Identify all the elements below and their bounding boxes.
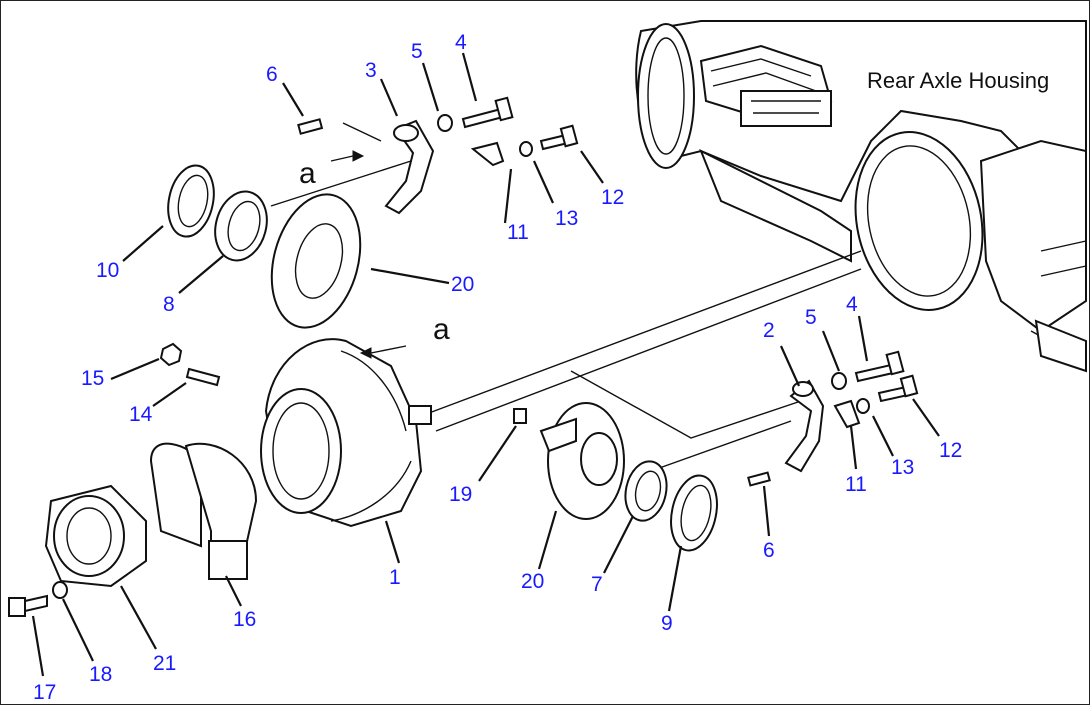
axle-shaft-line xyxy=(420,250,862,417)
callout-19: 19 xyxy=(449,483,472,506)
stud-14 xyxy=(185,367,221,387)
callout-6-top: 6 xyxy=(266,63,278,86)
washer-5-right xyxy=(831,372,847,390)
callout-4-top: 4 xyxy=(455,31,467,54)
callout-12-top: 12 xyxy=(601,186,624,209)
diagram-title: Rear Axle Housing xyxy=(867,68,1049,93)
bolt-4-right xyxy=(854,350,905,383)
washer-18 xyxy=(52,581,68,599)
bolt-4-top xyxy=(461,96,514,129)
axle-housing-1 xyxy=(260,338,432,528)
callout-8: 8 xyxy=(163,293,175,316)
pin-6-right xyxy=(747,471,771,487)
callout-4-right: 4 xyxy=(846,293,858,316)
reference-letter-top: a xyxy=(299,157,316,190)
callout-3: 3 xyxy=(365,59,377,82)
callout-18: 18 xyxy=(89,663,112,686)
bolt-12-top xyxy=(539,124,579,151)
callout-5-top: 5 xyxy=(411,40,423,63)
callout-6-right: 6 xyxy=(763,539,775,562)
leader-lines xyxy=(31,52,940,677)
bolt-12-right xyxy=(877,374,919,403)
callout-13-right: 13 xyxy=(891,456,914,479)
callout-16: 16 xyxy=(233,608,256,631)
callout-12-right: 12 xyxy=(939,439,962,462)
callout-10: 10 xyxy=(96,259,119,282)
carrier-20-top xyxy=(270,193,362,329)
shaft-leader-2 xyxy=(570,370,802,439)
callout-7: 7 xyxy=(591,573,603,596)
callout-9: 9 xyxy=(661,612,673,635)
callout-5-right: 5 xyxy=(805,306,817,329)
callout-11-top: 11 xyxy=(507,221,529,244)
gear-ring-9 xyxy=(670,474,718,552)
callout-17: 17 xyxy=(33,681,56,704)
carrier-20-lower xyxy=(539,402,625,520)
callout-15: 15 xyxy=(81,367,104,390)
callout-1: 1 xyxy=(389,566,401,589)
callout-21: 21 xyxy=(153,652,176,675)
lock-plate-11-right xyxy=(833,399,861,429)
hub-21 xyxy=(44,484,147,588)
seal-7 xyxy=(624,460,668,522)
rear-axle-housing xyxy=(635,20,1087,373)
reference-a-top: a xyxy=(299,150,365,190)
bolt-17 xyxy=(8,594,48,617)
shim-16 xyxy=(149,442,258,580)
callout-11-right: 11 xyxy=(845,473,867,496)
pin-6-top xyxy=(297,118,324,135)
nut-15 xyxy=(159,342,183,367)
gear-ring-10-top xyxy=(167,164,215,238)
seal-8-top xyxy=(214,190,268,262)
callout-13-top: 13 xyxy=(555,207,578,230)
callout-20-top: 20 xyxy=(451,273,474,296)
washer-13-top xyxy=(519,141,533,157)
callout-14: 14 xyxy=(129,403,153,426)
reference-letter-mid: a xyxy=(433,313,450,346)
bolt-19 xyxy=(513,408,527,424)
washer-5-top xyxy=(437,114,453,132)
callout-numbers: 1 2 3 4 4 5 5 6 6 7 8 9 10 11 11 12 12 1… xyxy=(33,31,962,704)
lock-plate-11-top xyxy=(470,141,505,167)
retainer-2 xyxy=(784,379,825,473)
callout-20-lower: 20 xyxy=(521,570,544,593)
callout-2: 2 xyxy=(763,319,775,342)
retainer-3 xyxy=(384,119,435,215)
reference-a-mid: a xyxy=(359,313,450,359)
washer-13-right xyxy=(856,398,870,414)
shaft-leader-3 xyxy=(270,122,412,207)
